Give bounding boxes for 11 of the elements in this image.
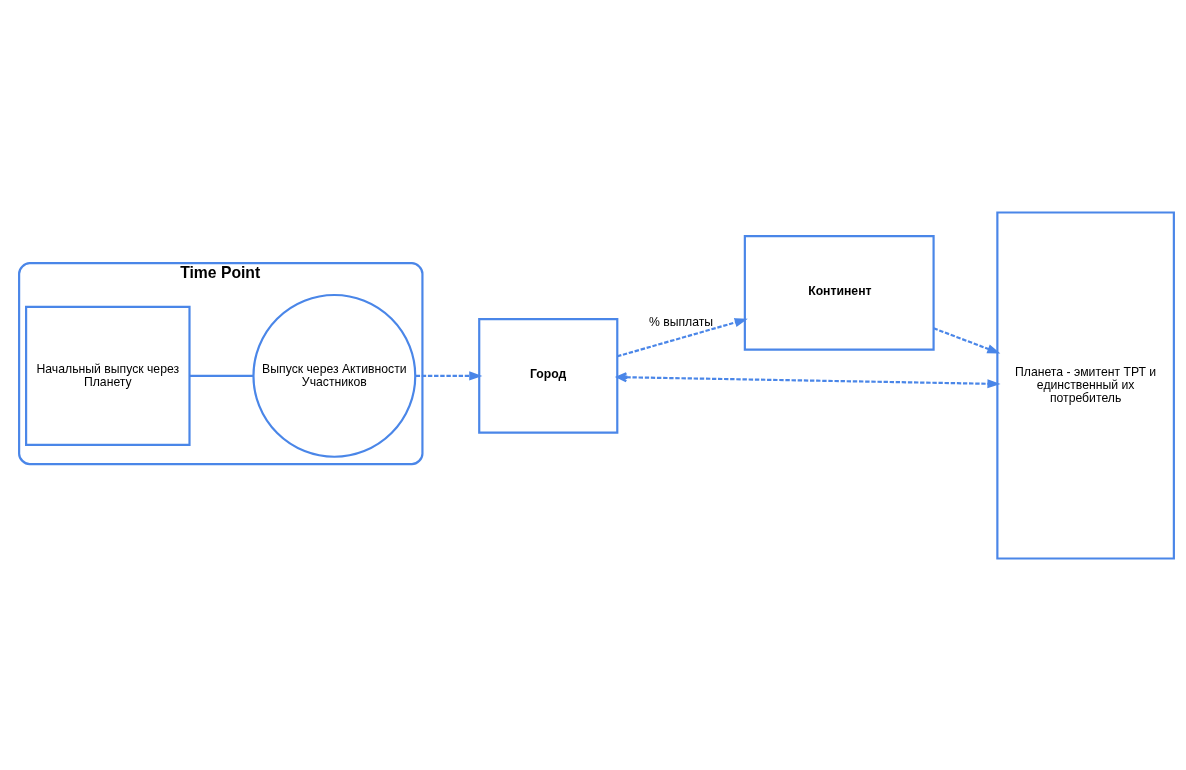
edge-label: % выплаты [648, 314, 714, 329]
arrow [616, 371, 1001, 388]
arrow [933, 326, 1001, 354]
node-box: Город [478, 317, 619, 434]
arrow [415, 370, 483, 380]
arrow [617, 317, 748, 357]
node-box: Планета - эмитент ТРТ и единственный их потребитель [996, 210, 1175, 560]
node-box: Начальный выпуск через Планету [25, 305, 191, 446]
node-circle: Выпуск через Активности Участников [252, 293, 417, 458]
connector [189, 374, 253, 377]
node-box: Континент [743, 234, 935, 351]
